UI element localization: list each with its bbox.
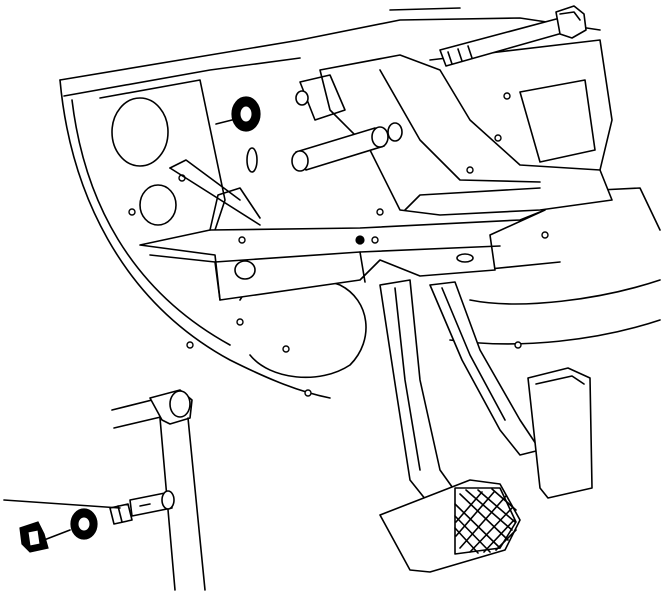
- pivot-bolt: [439, 5, 587, 67]
- bushing: [109, 503, 133, 525]
- mounting-hole: [514, 341, 522, 349]
- brake-pedal-pad: [379, 479, 521, 573]
- panel-opening: [519, 79, 596, 163]
- washer: [70, 508, 98, 540]
- retainer-clip: [19, 521, 49, 553]
- brake-pedal-arm: [379, 279, 541, 506]
- pivot-nut: [215, 96, 261, 132]
- mounting-hole: [541, 231, 549, 239]
- assembly-line: [3, 499, 121, 509]
- pivot-shaft: [291, 90, 403, 172]
- bolt-head: [555, 5, 587, 39]
- pedal-grip-pattern: [454, 488, 517, 554]
- accelerator-pedal: [527, 367, 593, 499]
- mounting-hole: [304, 389, 312, 397]
- assembly-line: [43, 529, 71, 541]
- mounting-hole: [503, 92, 511, 100]
- bushing: [295, 90, 309, 106]
- bushing: [291, 150, 309, 172]
- bracket-hole: [234, 260, 256, 280]
- mounting-hole: [128, 208, 136, 216]
- mounting-hole: [282, 345, 290, 353]
- pedal-support-bracket: [299, 54, 613, 216]
- panel-opening: [111, 97, 169, 167]
- panel-opening: [139, 184, 177, 226]
- cross-brace: [139, 159, 546, 301]
- pushrod-arm: [111, 389, 206, 591]
- mounting-hole: [236, 318, 244, 326]
- mounting-hole: [186, 341, 194, 349]
- pushrod-pin: [129, 490, 175, 517]
